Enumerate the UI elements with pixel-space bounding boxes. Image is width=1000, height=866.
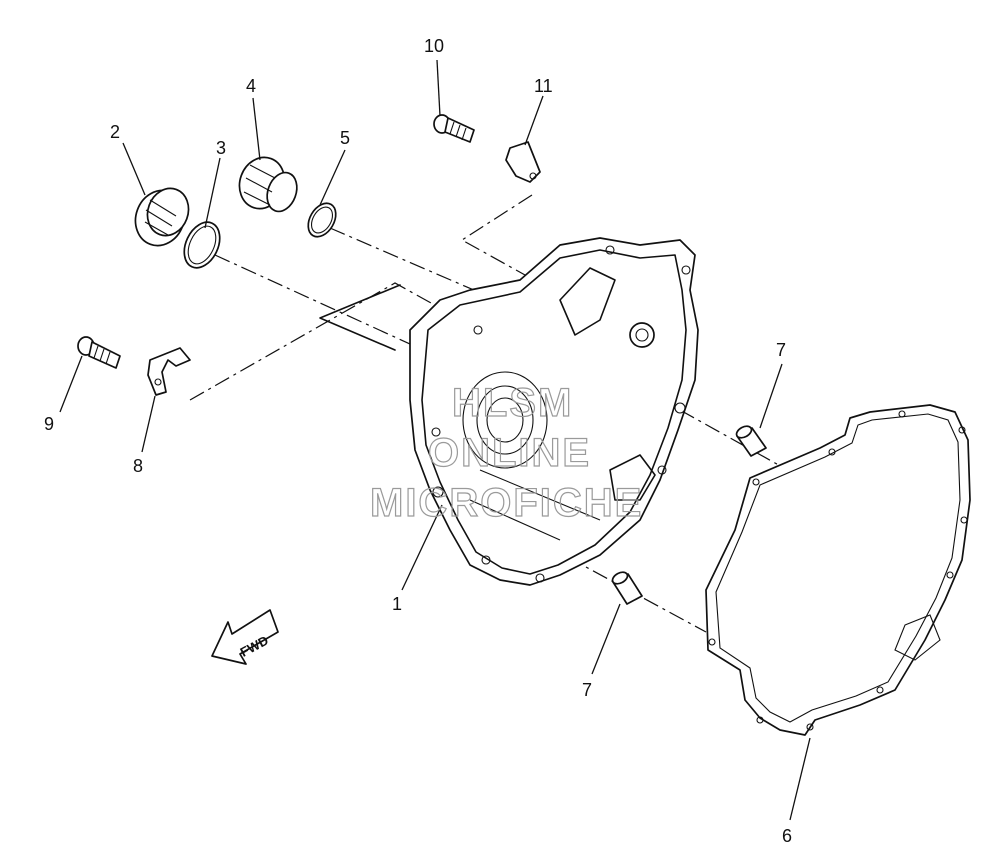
callout-2: 2: [110, 122, 120, 142]
callout-8: 8: [133, 456, 143, 476]
callout-11: 11: [534, 76, 553, 96]
part-plug: [134, 187, 190, 247]
forward-direction-arrow: FWD: [211, 609, 279, 665]
callout-5: 5: [340, 128, 350, 148]
part-clamp: [147, 347, 191, 396]
callout-leader-lines: [59, 59, 811, 821]
part-o-ring-small: [307, 202, 337, 238]
part-sensor-bracket: [505, 141, 541, 183]
callout-3: 3: [216, 138, 226, 158]
callout-labels: 1 2 3 4 5 6 7 7 8 9 10 11: [44, 36, 792, 846]
part-crankcase-cover: [409, 237, 699, 586]
part-bolt-lower: [77, 336, 121, 369]
callout-7-lower: 7: [582, 680, 592, 700]
callout-4: 4: [246, 76, 256, 96]
watermark-line-2: ONLINE: [428, 431, 591, 475]
callout-6: 6: [782, 826, 792, 846]
part-gasket: [705, 404, 971, 736]
callout-10: 10: [424, 36, 444, 56]
callout-1: 1: [392, 594, 402, 614]
part-bolt-upper: [433, 114, 475, 143]
part-threaded-plug: [238, 156, 298, 213]
part-dowel-pin-lower: [611, 571, 643, 605]
watermark-line-1: HLSM: [452, 381, 573, 425]
watermark-line-3: MICROFICHE: [370, 481, 643, 525]
part-dowel-pin-upper: [735, 425, 767, 457]
callout-9: 9: [44, 414, 54, 434]
callout-7-upper: 7: [776, 340, 786, 360]
watermark: HLSM ONLINE MICROFICHE: [369, 380, 643, 525]
part-o-ring-large: [183, 221, 221, 269]
